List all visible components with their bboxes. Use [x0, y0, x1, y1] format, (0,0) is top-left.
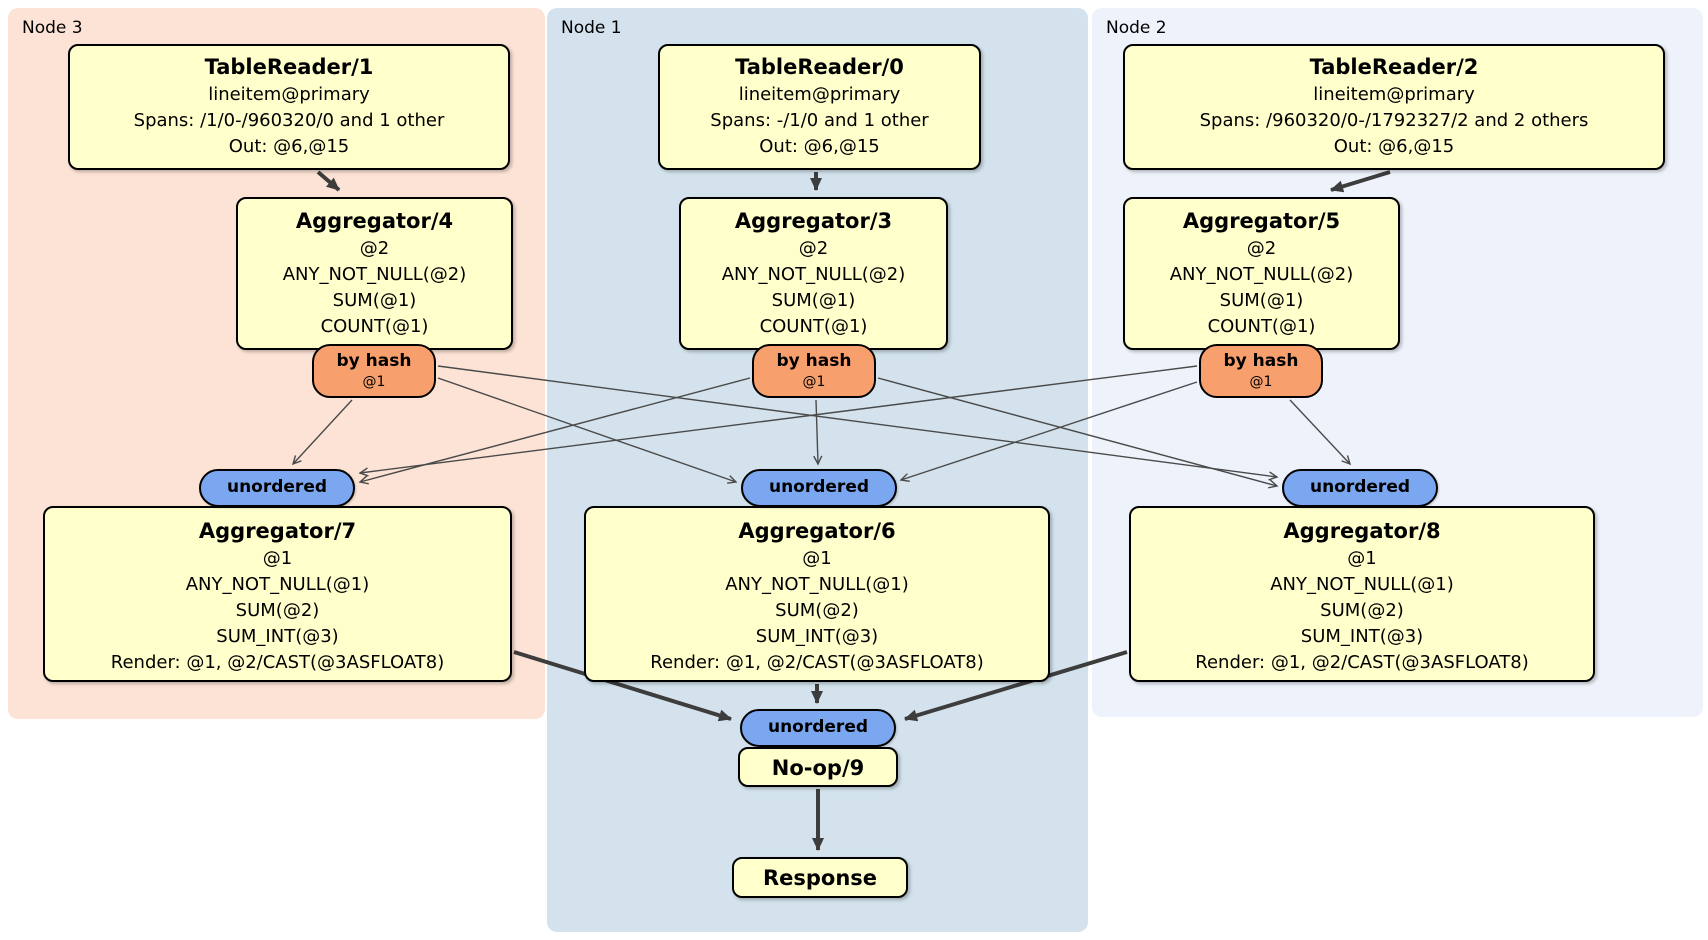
- node-title: No-op/9: [771, 756, 865, 780]
- node-noop-9: No-op/9: [738, 747, 898, 787]
- edge-hashA-u2: [437, 377, 738, 484]
- node-aggregator-4: Aggregator/4 @2 ANY_NOT_NULL(@2) SUM(@1)…: [236, 197, 513, 350]
- node-out: Out: @6,@15: [1333, 136, 1455, 157]
- stream-unordered-node2: unordered: [1282, 469, 1438, 507]
- node-tablereader-2: TableReader/2 lineitem@primary Spans: /9…: [1123, 44, 1665, 170]
- node2-label: Node 2: [1106, 18, 1167, 38]
- node-aggregator-6: Aggregator/6 @1 ANY_NOT_NULL(@1) SUM(@2)…: [584, 506, 1050, 682]
- node-aggregator-3: Aggregator/3 @2 ANY_NOT_NULL(@2) SUM(@1)…: [679, 197, 948, 350]
- edge-agg8-u4: [904, 650, 1128, 722]
- node3-label: Node 3: [22, 18, 83, 38]
- edge-hashA-u3: [437, 365, 1279, 481]
- edge-hashB-u2: [813, 399, 823, 466]
- stream-unordered-node1: unordered: [741, 469, 897, 507]
- node-title: Aggregator/7: [198, 519, 357, 543]
- node-aggregator-8: Aggregator/8 @1 ANY_NOT_NULL(@1) SUM(@2)…: [1129, 506, 1595, 682]
- node-response: Response: [732, 857, 908, 898]
- edge-hashC-u3: [1289, 399, 1352, 466]
- node-out: Out: @6,@15: [228, 136, 350, 157]
- router-by-hash-node3: by hash @1: [312, 344, 436, 398]
- edge-hashB-u3: [877, 377, 1279, 489]
- edge-hashA-u1: [291, 399, 353, 466]
- edge-hashC-u2: [899, 381, 1198, 482]
- node-title: Aggregator/4: [295, 209, 454, 233]
- node-spans: Spans: -/1/0 and 1 other: [710, 110, 929, 131]
- edge-tr1-agg4: [316, 170, 341, 192]
- node-aggregator-7: Aggregator/7 @1 ANY_NOT_NULL(@1) SUM(@2)…: [43, 506, 512, 682]
- node-title: Response: [762, 866, 878, 890]
- edge-tr2-agg5: [1330, 170, 1391, 193]
- node-title: Aggregator/3: [734, 209, 893, 233]
- node-tablereader-0: TableReader/0 lineitem@primary Spans: -/…: [658, 44, 981, 170]
- stream-unordered-final: unordered: [740, 709, 896, 747]
- node-title: TableReader/2: [1309, 55, 1479, 79]
- node1-label: Node 1: [561, 18, 622, 38]
- router-by-hash-node2: by hash @1: [1199, 344, 1323, 398]
- node-render: Render: @1, @2/CAST(@3ASFLOAT8): [1195, 652, 1529, 673]
- node-index: lineitem@primary: [738, 84, 901, 105]
- node-tablereader-1: TableReader/1 lineitem@primary Spans: /1…: [68, 44, 510, 170]
- node-title: Aggregator/6: [738, 519, 896, 543]
- node-title: TableReader/0: [735, 55, 904, 79]
- edge-agg7-u4: [513, 650, 732, 722]
- node-render: Render: @1, @2/CAST(@3ASFLOAT8): [650, 652, 984, 673]
- node-title: TableReader/1: [204, 55, 374, 79]
- node-out: Out: @6,@15: [759, 136, 880, 157]
- node-title: Aggregator/5: [1182, 209, 1341, 233]
- node-index: lineitem@primary: [1313, 84, 1475, 105]
- stream-unordered-node3: unordered: [199, 469, 355, 507]
- node-spans: Spans: /960320/0-/1792327/2 and 2 others: [1199, 110, 1589, 131]
- router-by-hash-node1: by hash @1: [752, 344, 876, 398]
- node-title: Aggregator/8: [1283, 519, 1441, 543]
- node-index: lineitem@primary: [208, 84, 370, 105]
- node-aggregator-5: Aggregator/5 @2 ANY_NOT_NULL(@2) SUM(@1)…: [1123, 197, 1400, 350]
- node-spans: Spans: /1/0-/960320/0 and 1 other: [133, 110, 445, 131]
- edge-hashC-u1: [358, 365, 1198, 477]
- node-render: Render: @1, @2/CAST(@3ASFLOAT8): [110, 652, 445, 673]
